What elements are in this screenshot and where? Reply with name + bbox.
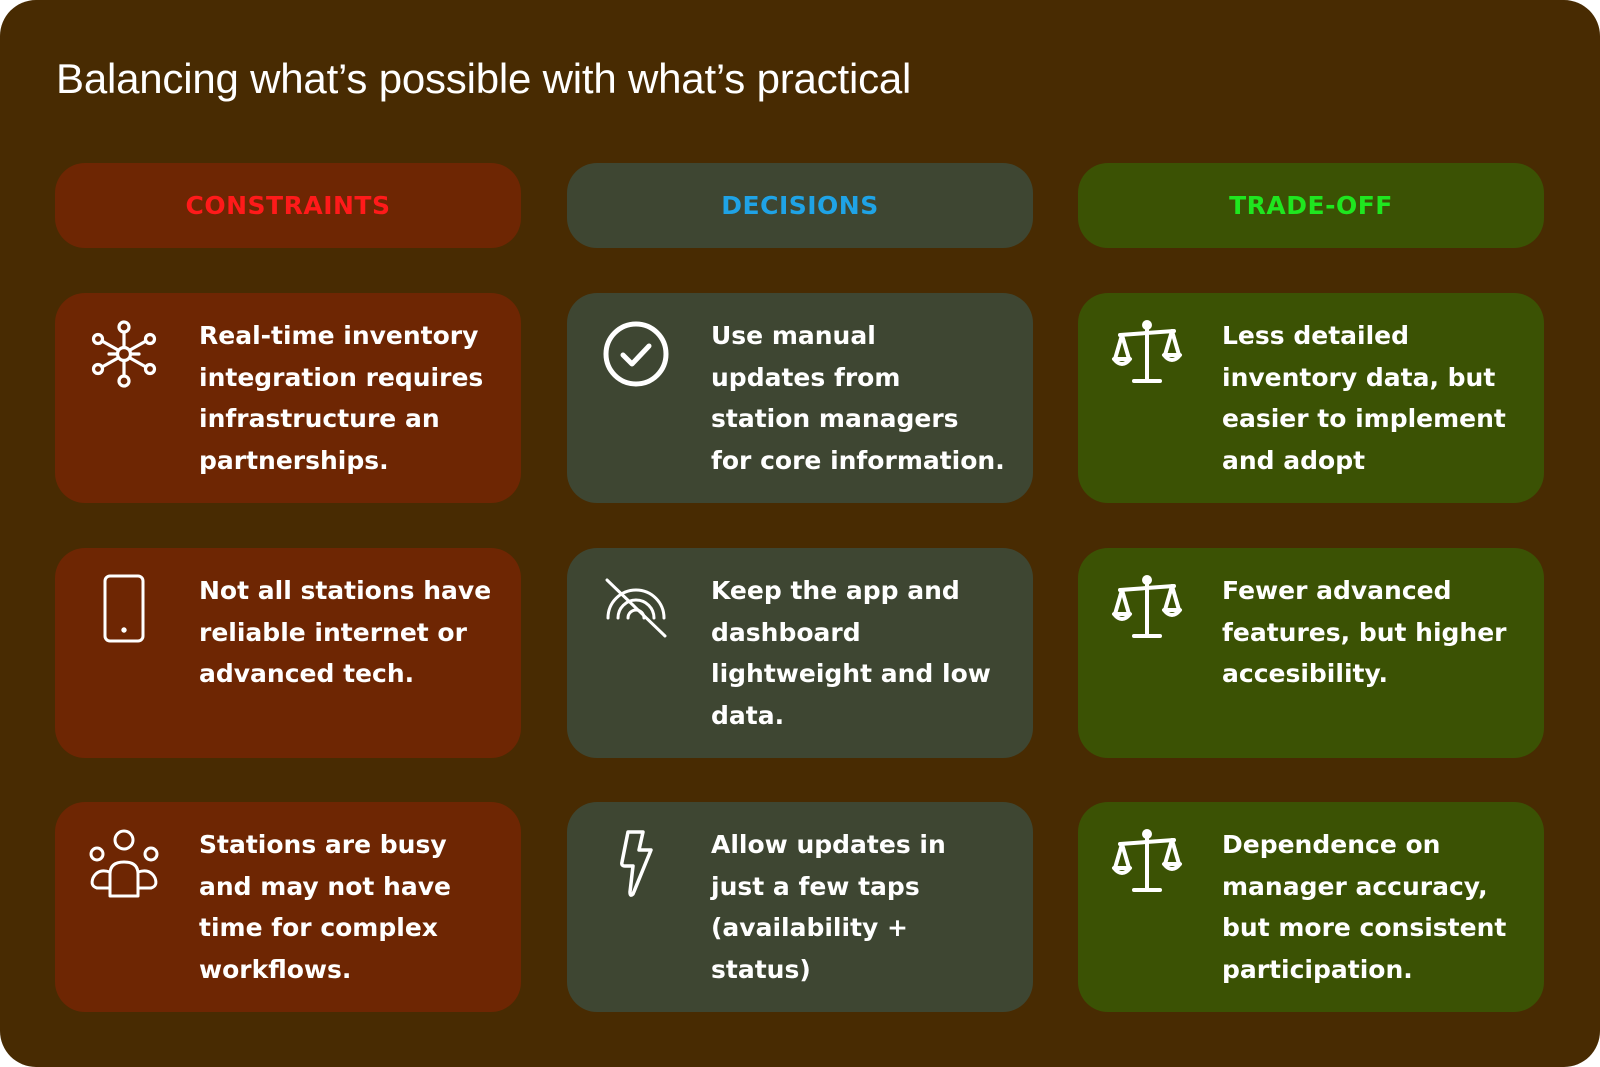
decisions-header: DECISIONS [567, 163, 1033, 248]
decision-text-1: Use manual updates from station managers… [711, 321, 1005, 475]
balance-scale-icon [1110, 572, 1184, 646]
constraint-card-3: Stations are busy and may not have time … [55, 802, 521, 1012]
constraints-header-label: CONSTRAINTS [185, 191, 391, 220]
tradeoff-card-2: Fewer advanced features, but higher acce… [1078, 548, 1544, 758]
tradeoff-card-1: Less detailed inventory data, but easier… [1078, 293, 1544, 503]
decision-text-3: Allow updates in just a few taps (availa… [711, 830, 946, 984]
user-group-icon [87, 826, 161, 900]
page-title: Balancing what’s possible with what’s pr… [56, 55, 912, 102]
tradeoff-card-3: Dependence on manager accuracy, but more… [1078, 802, 1544, 1012]
constraint-card-1: Real-time inventory integration requires… [55, 293, 521, 503]
tradeoff-text-1: Less detailed inventory data, but easier… [1222, 321, 1506, 475]
smartphone-icon [87, 572, 161, 646]
constraint-card-2: Not all stations have reliable internet … [55, 548, 521, 758]
decisions-header-label: DECISIONS [721, 191, 879, 220]
network-hub-icon [87, 317, 161, 391]
constraint-text-1: Real-time inventory integration requires… [199, 321, 484, 475]
tradeoff-text-2: Fewer advanced features, but higher acce… [1222, 576, 1507, 688]
tradeoff-header-label: TRADE-OFF [1229, 191, 1393, 220]
lightning-bolt-icon [599, 826, 673, 900]
signal-off-icon [599, 572, 673, 646]
decision-card-2: Keep the app and dashboard lightweight a… [567, 548, 1033, 758]
tradeoff-header: TRADE-OFF [1078, 163, 1544, 248]
constraint-text-3: Stations are busy and may not have time … [199, 830, 451, 984]
decision-card-3: Allow updates in just a few taps (availa… [567, 802, 1033, 1012]
decision-card-1: Use manual updates from station managers… [567, 293, 1033, 503]
tradeoff-text-3: Dependence on manager accuracy, but more… [1222, 830, 1507, 984]
check-circle-icon [599, 317, 673, 391]
decision-text-2: Keep the app and dashboard lightweight a… [711, 576, 991, 730]
constraints-header: CONSTRAINTS [55, 163, 521, 248]
balance-scale-icon [1110, 826, 1184, 900]
balance-scale-icon [1110, 317, 1184, 391]
constraint-text-2: Not all stations have reliable internet … [199, 576, 492, 688]
